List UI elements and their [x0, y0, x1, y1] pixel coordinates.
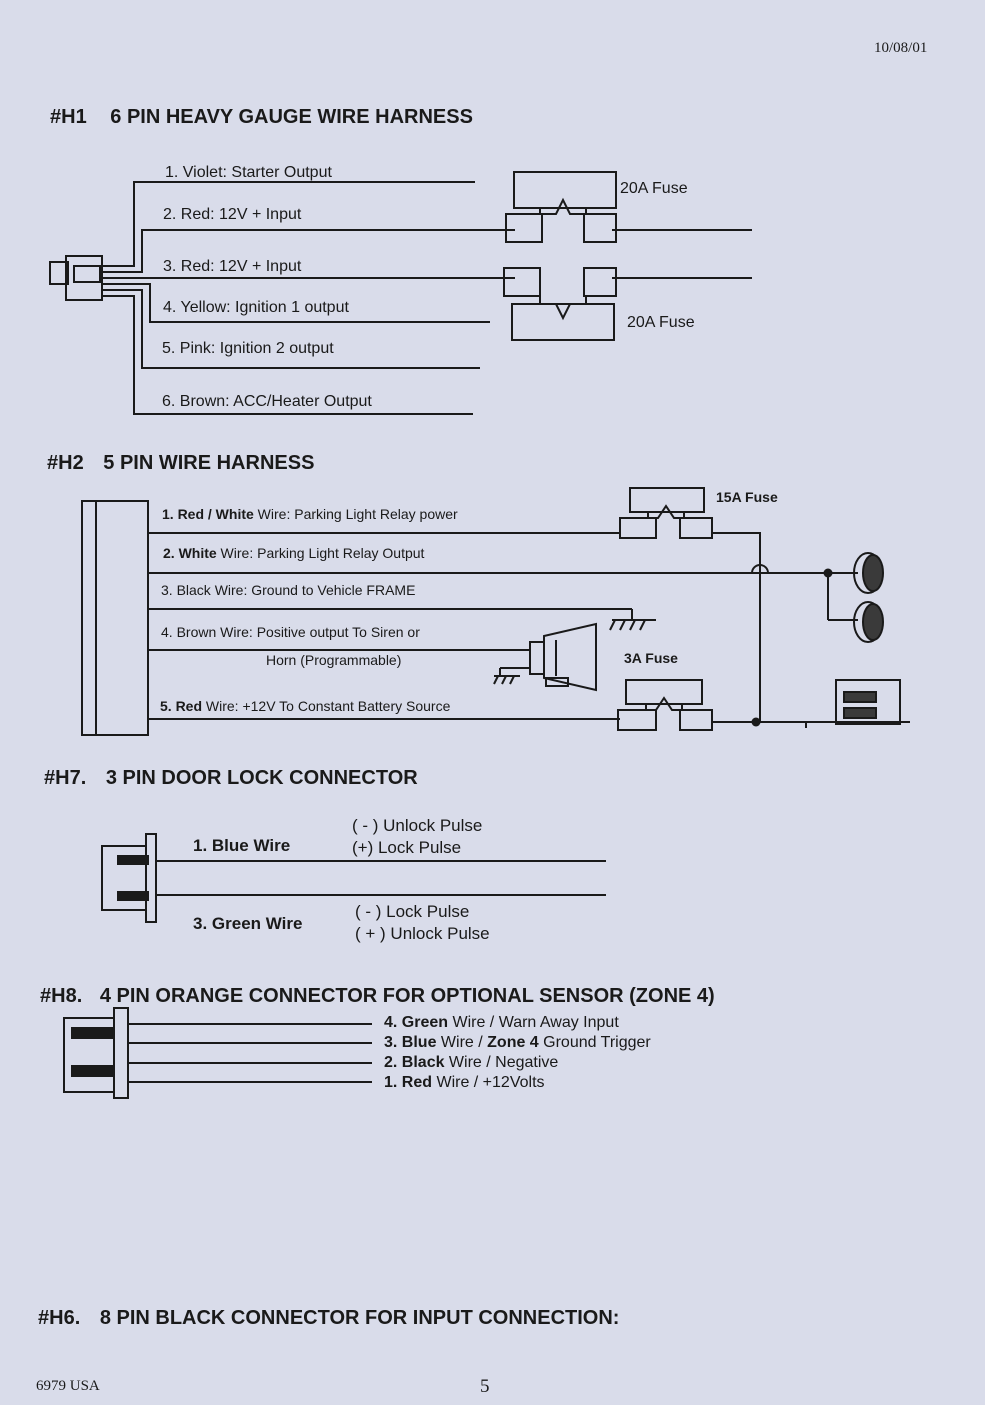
h6-heading: #H6. 8 PIN BLACK CONNECTOR FOR INPUT CON… [38, 1307, 619, 1330]
h2-fuse-15a-label: 15A Fuse [716, 489, 778, 505]
h1-wire-5-label: 5. Pink: Ignition 2 output [162, 340, 334, 357]
h2-wire-4-label: 4. Brown Wire: Positive output To Siren … [161, 624, 420, 640]
h2-fuse-3a-label: 3A Fuse [624, 650, 678, 666]
page-number: 5 [480, 1376, 490, 1397]
h2-fuse-15a [619, 487, 713, 539]
h1-wire-lines [126, 181, 752, 415]
footer-code: 6979 USA [36, 1378, 100, 1394]
h7-wire-3-note-1: ( - ) Lock Pulse [355, 902, 470, 921]
h7-connector [101, 833, 157, 923]
h1-fuse-bottom [503, 267, 617, 341]
h7-wire-1-note-2: (+) Lock Pulse [352, 838, 462, 857]
h1-fuse-top [505, 171, 617, 243]
h8-title: 4 PIN ORANGE CONNECTOR FOR OPTIONAL SENS… [99, 985, 715, 1007]
h7-id: #H7. [44, 767, 87, 789]
h2-wire-3-label: 3. Black Wire: Ground to Vehicle FRAME [161, 582, 416, 598]
h2-wire-2-label: 2. White Wire: Parking Light Relay Outpu… [163, 545, 425, 561]
h6-id: #H6. [38, 1307, 81, 1329]
h8-id: #H8. [40, 985, 83, 1007]
h2-connector [81, 500, 149, 736]
h2-fuse-3a [617, 679, 713, 731]
h6-title: 8 PIN BLACK CONNECTOR FOR INPUT CONNECTI… [99, 1307, 620, 1329]
h8-wire-2-label: 2. Black Wire / Negative [384, 1054, 559, 1071]
h1-wire-6-label: 6. Brown: ACC/Heater Output [162, 393, 372, 410]
h2-wire-4-continuation: Horn (Programmable) [266, 652, 402, 668]
h7-wire-3-note-2: ( + ) Unlock Pulse [355, 924, 490, 943]
h1-wire-3-label: 3. Red: 12V + Input [163, 258, 302, 275]
h2-wire-1-label: 1. Red / White Wire: Parking Light Relay… [162, 506, 458, 522]
h8-wire-4-label: 4. Green Wire / Warn Away Input [384, 1014, 619, 1031]
h2-wire-5-label: 5. Red Wire: +12V To Constant Battery So… [160, 698, 451, 714]
h8-connector [63, 1007, 129, 1099]
h2-wire-lines [148, 532, 910, 728]
h2-lamps [853, 552, 884, 643]
h8-wire-1-label: 1. Red Wire / +12Volts [384, 1074, 545, 1091]
h1-heading: #H1 6 PIN HEAVY GAUGE WIRE HARNESS [50, 106, 473, 129]
h2-siren [529, 622, 597, 692]
h1-fuse-bottom-label: 20A Fuse [627, 314, 695, 331]
h2-heading: #H2 5 PIN WIRE HARNESS [47, 452, 314, 475]
h2-battery [835, 679, 901, 725]
h7-title: 3 PIN DOOR LOCK CONNECTOR [105, 767, 418, 789]
h1-wire-1-label: 1. Violet: Starter Output [165, 164, 332, 181]
h1-wire-2-label: 2. Red: 12V + Input [163, 206, 302, 223]
h8-wire-3-label: 3. Blue Wire / Zone 4 Ground Trigger [384, 1034, 651, 1051]
h1-connector [49, 255, 126, 301]
h1-id: #H1 [50, 106, 87, 128]
h2-title: 5 PIN WIRE HARNESS [103, 452, 315, 474]
h1-title: 6 PIN HEAVY GAUGE WIRE HARNESS [110, 106, 473, 128]
h8-heading: #H8. 4 PIN ORANGE CONNECTOR FOR OPTIONAL… [40, 985, 715, 1008]
h7-wire-1-label: 1. Blue Wire [193, 836, 291, 855]
h1-wire-4-label: 4. Yellow: Ignition 1 output [163, 299, 349, 316]
h2-id: #H2 [47, 452, 84, 474]
h7-heading: #H7. 3 PIN DOOR LOCK CONNECTOR [44, 767, 418, 790]
document-date: 10/08/01 [874, 40, 928, 56]
h2-ground-symbols [493, 609, 656, 685]
h7-wire-3-label: 3. Green Wire [193, 914, 303, 933]
h7-wire-1-note-1: ( - ) Unlock Pulse [352, 816, 483, 835]
h1-fuse-top-label: 20A Fuse [620, 180, 688, 197]
h2-junction-dots [751, 568, 833, 727]
